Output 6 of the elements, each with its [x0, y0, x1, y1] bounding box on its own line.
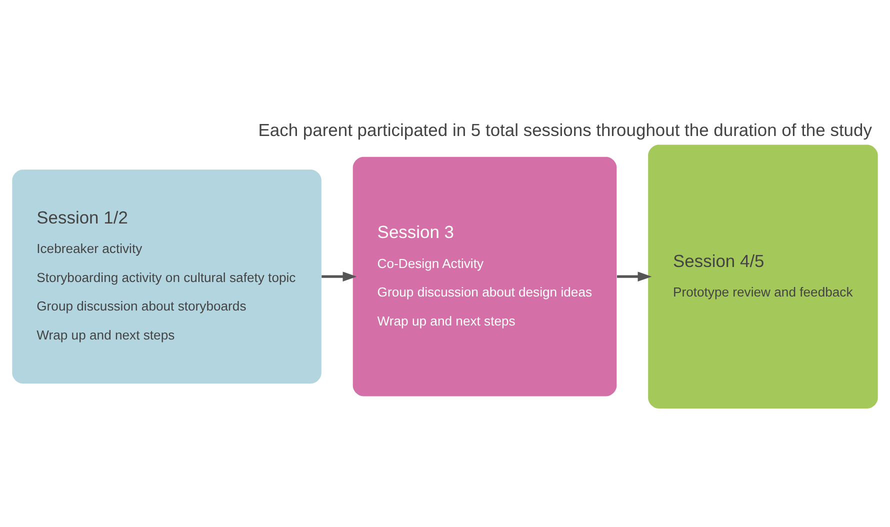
node-box: Session 4/5 Prototype review and feedback	[648, 144, 878, 408]
arrow	[322, 272, 357, 282]
arrow	[616, 272, 652, 282]
node-box: Session 1/2 Icebreaker activity Storyboarding activity on cultural safety topic Group discussion about storyboards Wrap up and next steps	[12, 170, 322, 384]
node-box: Session 3 Co-Design Activity Group discussion about design ideas Wrap up and next steps	[352, 156, 617, 396]
diagram-title: Each parent participated in 5 total sessions throughout the duration of the study	[258, 120, 872, 140]
